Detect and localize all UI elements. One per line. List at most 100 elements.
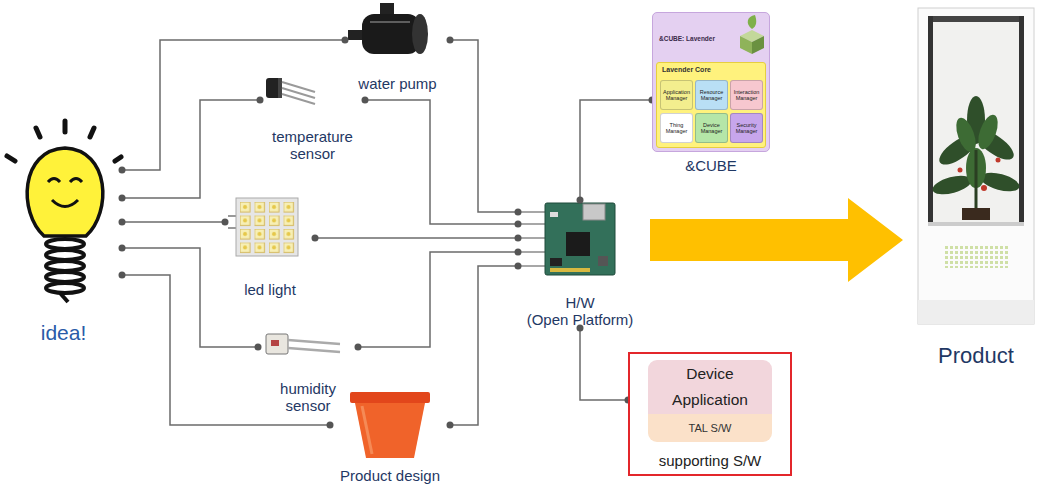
module-label: Security Manager — [731, 122, 762, 134]
module-label: Device Manager — [696, 122, 727, 134]
board-figure-part — [550, 258, 562, 266]
board-figure — [518, 203, 615, 275]
board-figure-part-part — [518, 237, 545, 239]
wire-dot — [119, 245, 126, 252]
board-figure-part — [518, 212, 545, 266]
product-figure — [918, 8, 1034, 324]
lightbulb-figure-part-part — [115, 157, 121, 161]
wire-connector — [365, 100, 518, 224]
product: Product — [915, 6, 1037, 368]
board-figure-part — [583, 204, 605, 220]
flower-pot-figure-part — [355, 403, 425, 458]
humidity-sensor-figure-part — [271, 340, 279, 346]
temperature-sensor: temperature sensor — [260, 66, 365, 162]
board-figure-part — [545, 203, 615, 275]
humidity-sensor-figure — [266, 334, 340, 354]
module-box: Resource Manager — [695, 80, 728, 110]
hw-board: H/W (Open Platform) — [518, 200, 642, 328]
part-label: led light — [244, 281, 296, 298]
idea-bulb: idea! — [5, 125, 122, 345]
wire-dot — [327, 422, 334, 429]
wire-dot — [447, 422, 454, 429]
led-panel-figure-part — [228, 227, 236, 229]
flower-pot-figure-part — [362, 406, 372, 454]
board-figure-part-part — [518, 251, 545, 253]
product-figure-part — [1019, 16, 1024, 226]
board-figure-part-part — [518, 211, 545, 213]
humidity-sensor-figure-part-part — [288, 348, 340, 352]
led-panel-figure-part — [236, 198, 298, 256]
humidity-sensor-figure-part — [288, 340, 340, 352]
led-panel-figure — [228, 198, 298, 256]
wire-connector — [315, 237, 518, 239]
wire-dot — [257, 97, 264, 104]
wire-dot — [515, 209, 522, 216]
core-box: Lavender CoreApplication ManagerResource… — [656, 62, 766, 148]
lightbulb-figure-part-part — [60, 293, 68, 302]
wire-connector — [122, 248, 258, 347]
wire-dot — [222, 219, 229, 226]
part-label: temperature sensor — [272, 128, 353, 163]
product-design: Product design — [330, 388, 450, 484]
module-label: Application Manager — [661, 89, 692, 101]
lightbulb-figure-part-part — [46, 261, 84, 271]
board-figure-part-part — [518, 223, 545, 225]
flower-pot-figure-part — [350, 392, 430, 403]
wire-dot — [515, 221, 522, 228]
led-light: led light — [225, 192, 315, 298]
lightbulb-figure — [7, 121, 121, 302]
humidity-sensor-figure-part-part — [288, 340, 340, 344]
wire-dot — [577, 197, 584, 204]
module-box: Security Manager — [730, 113, 763, 143]
wire-dot — [312, 235, 319, 242]
product-figure-part-part — [958, 168, 963, 173]
wire-connector — [122, 221, 225, 223]
module-box: Interaction Manager — [730, 80, 763, 110]
temperature-sensor-figure-part — [282, 82, 315, 104]
board-figure-part — [550, 212, 558, 217]
product-figure-part — [928, 222, 1024, 226]
module-box: Thing Manager — [660, 113, 693, 143]
module-box: Application Manager — [660, 80, 693, 110]
lightbulb-figure-part-part — [46, 250, 84, 260]
wire-dot — [515, 235, 522, 242]
wire-dot — [515, 249, 522, 256]
box-label: TAL S/W — [689, 422, 732, 435]
product-figure-part — [975, 150, 978, 215]
lightbulb-figure-part — [70, 179, 82, 183]
box-caption: &CUBE — [653, 157, 769, 174]
board-figure-part — [566, 232, 590, 256]
product-figure-part — [962, 208, 990, 220]
lightbulb-figure-part-part — [90, 128, 94, 137]
temperature-sensor-figure-part-part — [282, 94, 315, 104]
wire-dot — [119, 167, 126, 174]
led-panel-figure-part — [228, 215, 236, 217]
product-figure-part — [918, 8, 1034, 324]
wire-dot — [119, 272, 126, 279]
flower-pot-figure — [350, 392, 430, 458]
humidity-sensor: humidity sensor — [258, 322, 358, 414]
board-figure-part — [598, 256, 608, 266]
lightbulb-figure-part-part — [7, 156, 15, 161]
lightbulb-figure-part-part — [46, 239, 84, 249]
wire-dot — [355, 344, 362, 351]
wire-connector — [450, 266, 518, 425]
board-figure-part-part — [518, 265, 545, 267]
product-figure-part — [928, 16, 1024, 226]
lightbulb-figure-part — [52, 200, 78, 207]
wire-dot — [342, 37, 349, 44]
product-figure-part — [945, 246, 1010, 268]
product-figure-part-part — [981, 185, 987, 191]
product-label: Product — [938, 343, 1014, 368]
flow-arrow — [650, 198, 903, 282]
cube-logo — [737, 14, 767, 56]
module-box: Device Manager — [695, 113, 728, 143]
product-figure-part — [928, 16, 933, 226]
board-figure-part — [550, 268, 590, 272]
humidity-sensor-figure-part — [266, 334, 288, 354]
lightbulb-figure-part — [46, 239, 84, 302]
wire-dot — [515, 263, 522, 270]
lightbulb-figure-part-part — [46, 283, 84, 293]
